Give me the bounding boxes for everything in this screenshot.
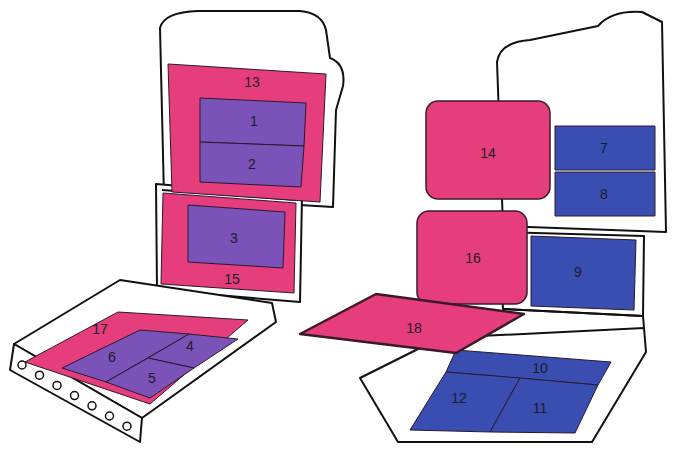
- heating-pad: 2: [200, 142, 304, 187]
- callout-number: 5: [148, 370, 156, 386]
- heating-pad: 14: [425, 100, 551, 200]
- pad-outline: [161, 193, 296, 293]
- pad-outline: [188, 205, 285, 268]
- heating-pad: 8: [555, 172, 655, 216]
- pad-outline: [531, 236, 636, 310]
- pad-outline: [417, 211, 527, 304]
- vent-hole: [53, 381, 61, 389]
- pad-outline: [168, 64, 326, 202]
- callout-number: 16: [465, 250, 481, 266]
- pad-outline: [300, 294, 524, 353]
- callout-number: 14: [480, 145, 496, 161]
- callout-number: 2: [248, 156, 256, 172]
- callout-number: 4: [186, 338, 194, 354]
- heating-pad: 16: [416, 210, 528, 305]
- pad-outline: [106, 358, 194, 398]
- callout-number: 11: [533, 400, 548, 416]
- heating-pad: 1: [200, 98, 306, 146]
- heating-pad: 7: [555, 126, 655, 170]
- heating-pad: 13 1 2: [168, 64, 326, 202]
- vent-hole: [88, 402, 96, 410]
- heating-pad: 9: [531, 236, 636, 310]
- callout-number: 8: [600, 186, 608, 202]
- callout-number: 3: [230, 230, 238, 246]
- pad-outline: [426, 101, 550, 199]
- pad-outline: [555, 126, 655, 170]
- heating-pad: 15 3: [161, 193, 296, 293]
- callout-number: 1: [250, 113, 258, 129]
- callout-number: 17: [92, 321, 108, 337]
- callout-number: 12: [451, 390, 467, 406]
- heating-pad: 5: [106, 358, 194, 398]
- pad-outline: [555, 172, 655, 216]
- callout-number: 18: [406, 320, 422, 336]
- callout-number: 9: [574, 264, 582, 280]
- pad-outline: [200, 142, 304, 187]
- vent-hole: [123, 422, 131, 430]
- pad-outline: [200, 98, 306, 146]
- heating-pad: 18: [300, 294, 524, 353]
- callout-number: 7: [600, 140, 608, 156]
- heating-pad: 11: [490, 378, 598, 433]
- pad-outline: [25, 312, 248, 404]
- heating-pad: 3: [188, 205, 285, 268]
- pad-outline: [490, 378, 598, 433]
- callout-number: 13: [244, 74, 260, 90]
- callout-number: 15: [224, 271, 240, 287]
- vent-hole: [36, 371, 44, 379]
- callout-number: 6: [108, 349, 116, 365]
- vent-hole: [106, 412, 114, 420]
- heating-pad: 176 4 5: [25, 312, 248, 404]
- pad-shape: [531, 236, 636, 310]
- callout-number: 10: [532, 360, 548, 376]
- vent-hole: [71, 392, 79, 400]
